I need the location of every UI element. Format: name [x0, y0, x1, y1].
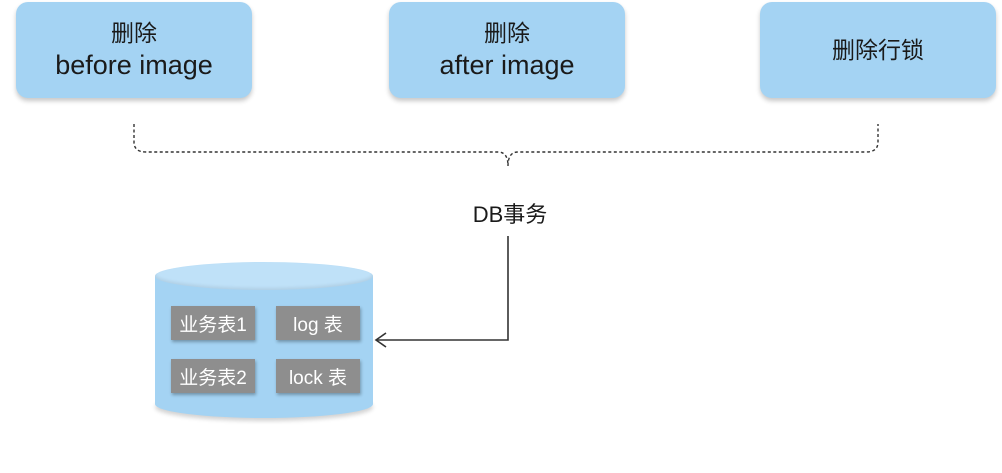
- step-3-title: 删除行锁: [832, 37, 924, 63]
- table-business-1: 业务表1: [171, 306, 255, 340]
- step-1-subtitle: before image: [55, 50, 213, 80]
- step-delete-row-lock: 删除行锁: [760, 2, 996, 98]
- step-2-title: 删除: [484, 20, 530, 46]
- table-business-2: 业务表2: [171, 359, 255, 393]
- transaction-arrow-line: [376, 236, 509, 341]
- arrow-head-icon: [374, 332, 387, 348]
- step-delete-after-image: 删除 after image: [389, 2, 625, 98]
- database-top: [155, 262, 373, 290]
- table-log: log 表: [276, 306, 360, 340]
- step-1-title: 删除: [111, 20, 157, 46]
- step-2-subtitle: after image: [439, 50, 575, 80]
- transaction-label: DB事务: [472, 202, 548, 227]
- step-delete-before-image: 删除 before image: [16, 2, 252, 98]
- table-lock: lock 表: [276, 359, 360, 393]
- database-cylinder: 业务表1 log 表 业务表2 lock 表: [155, 262, 373, 418]
- transaction-brace: [133, 124, 879, 167]
